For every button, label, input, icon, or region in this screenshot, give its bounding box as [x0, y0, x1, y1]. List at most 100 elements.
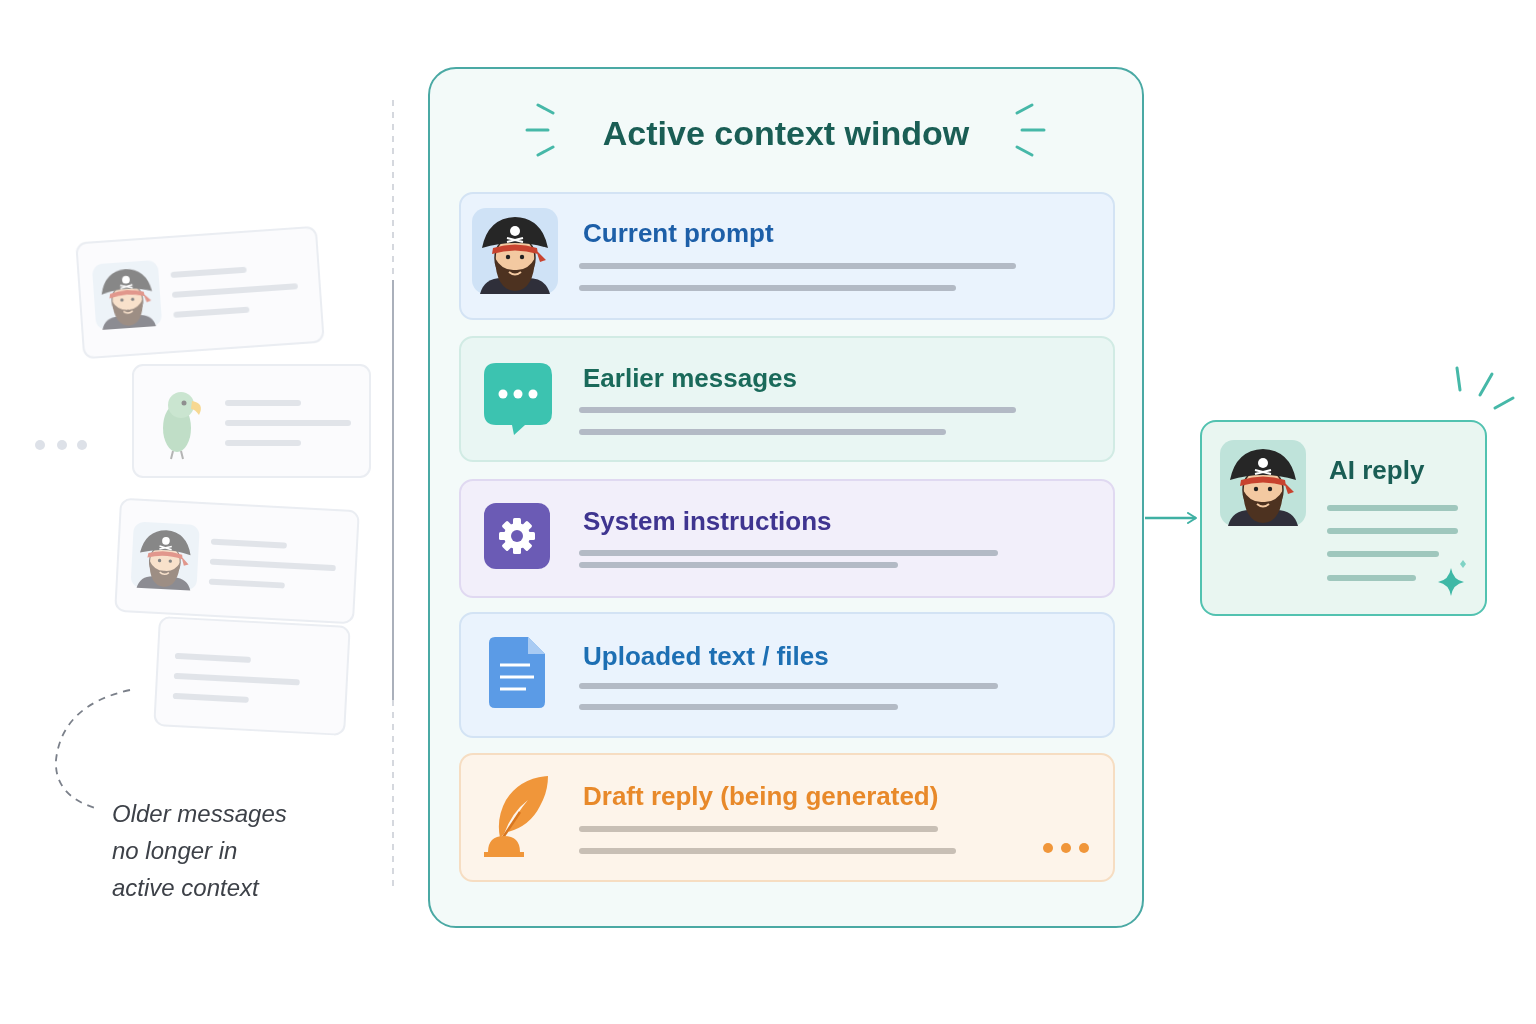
- pirate-avatar: [130, 522, 199, 591]
- gear-hole: [511, 530, 523, 542]
- pirate-bandana: [109, 288, 151, 304]
- text-placeholder: [213, 562, 333, 568]
- text-placeholder: [582, 429, 943, 435]
- context-window-panel: Active context windowCurrent promptEarli…: [428, 67, 1144, 928]
- text-placeholder: [176, 310, 246, 315]
- pirate-mouth: [124, 311, 133, 314]
- parrot-eye: [182, 401, 187, 406]
- text-placeholder: [175, 286, 295, 294]
- gear-tooth: [501, 520, 514, 533]
- chat-bubble: [484, 363, 552, 435]
- pirate-beard: [1243, 490, 1283, 523]
- parrot-beak: [191, 401, 201, 415]
- text-placeholder: [228, 440, 298, 446]
- text-placeholder: [582, 550, 995, 556]
- pirate-beard: [495, 258, 535, 291]
- pirate-face: [111, 283, 144, 319]
- gear-tooth: [499, 532, 509, 540]
- title-sparks: [527, 105, 1044, 155]
- pirate-avatar: [92, 260, 162, 330]
- chat-dot: [529, 390, 538, 399]
- pirate-bandana: [492, 245, 546, 263]
- pirate-face: [495, 236, 535, 280]
- pirate-bandana: [147, 550, 189, 566]
- context-item-box: Earlier messages: [459, 336, 1115, 462]
- pirate-mouth: [160, 572, 169, 574]
- annotation-note: Older messages no longer in active conte…: [112, 795, 302, 907]
- context-item-box: Uploaded text / files: [459, 612, 1115, 738]
- pirate-hat: [140, 529, 192, 555]
- parrot-head: [168, 392, 194, 418]
- parrot-body: [163, 404, 191, 452]
- pirate-eye: [1254, 487, 1258, 491]
- hat-skull: [162, 537, 170, 545]
- text-placeholder: [214, 542, 284, 546]
- box-title: System instructions: [583, 506, 832, 537]
- context-boundary: [392, 100, 394, 890]
- gear-tooth: [520, 539, 533, 552]
- pirate-avatar: [472, 208, 558, 294]
- text-placeholder: [177, 676, 297, 682]
- context-item-box: Current prompt: [459, 192, 1115, 320]
- message-card: [154, 617, 349, 735]
- pirate-face: [149, 544, 181, 579]
- text-placeholder: [1330, 505, 1455, 511]
- avatar-background: [92, 260, 162, 330]
- gear-tooth: [525, 532, 535, 540]
- ellipsis-dot: [57, 440, 67, 450]
- box-title: Draft reply (being generated): [583, 781, 938, 812]
- box-title: Earlier messages: [583, 363, 797, 394]
- text-placeholder: [582, 263, 1013, 269]
- pirate-eye: [506, 255, 510, 259]
- text-placeholder: [212, 582, 282, 586]
- box-title: AI reply: [1329, 455, 1424, 486]
- hat-bones: [1255, 470, 1271, 474]
- context-boundary-solid: [392, 280, 394, 700]
- spark: [1457, 368, 1513, 408]
- pirate-beard: [148, 561, 180, 588]
- gear-tooth: [513, 544, 521, 554]
- hat-bones: [120, 285, 132, 289]
- hat-bones: [159, 546, 171, 550]
- box-title: Current prompt: [583, 218, 774, 249]
- parrot-legs: [171, 451, 183, 459]
- text-placeholder: [1330, 575, 1413, 581]
- reply-box: AI reply: [1200, 420, 1487, 616]
- text-placeholder: [1330, 551, 1436, 557]
- reply-sparks: [1457, 368, 1513, 408]
- pirate-eye: [169, 559, 173, 563]
- card-outline: [115, 499, 359, 623]
- quill-icon: [484, 776, 548, 857]
- typing-dot: [1079, 843, 1089, 853]
- text-placeholder: [582, 562, 895, 568]
- pirate-eye: [520, 255, 524, 259]
- pirate-beard: [112, 299, 144, 326]
- sparkle: [1438, 568, 1464, 596]
- text-placeholder: [178, 656, 248, 660]
- text-placeholder: [228, 400, 298, 406]
- document-line: [500, 676, 534, 679]
- note-arc: [56, 690, 130, 808]
- avatar-background: [472, 208, 558, 294]
- text-placeholder: [582, 683, 995, 689]
- text-placeholder: [582, 704, 895, 710]
- ellipsis-dot: [77, 440, 87, 450]
- hat-skull: [1258, 458, 1268, 468]
- card-outline: [133, 365, 370, 477]
- document-icon: [489, 637, 545, 708]
- text-placeholder: [1330, 528, 1455, 534]
- pirate-hat: [100, 267, 152, 294]
- chat-dot: [514, 390, 523, 399]
- chat-icon: [484, 363, 552, 435]
- pirate-face: [1243, 468, 1283, 512]
- hat-bones: [507, 238, 523, 242]
- pirate-avatar: [1220, 440, 1306, 526]
- flow-arrow: [1145, 517, 1196, 520]
- gear-tooth: [513, 518, 521, 528]
- document-line: [500, 688, 526, 691]
- box-title: Uploaded text / files: [583, 641, 829, 672]
- gear-tooth: [520, 520, 533, 533]
- text-placeholder: [176, 696, 246, 700]
- pirate-hat: [482, 217, 548, 248]
